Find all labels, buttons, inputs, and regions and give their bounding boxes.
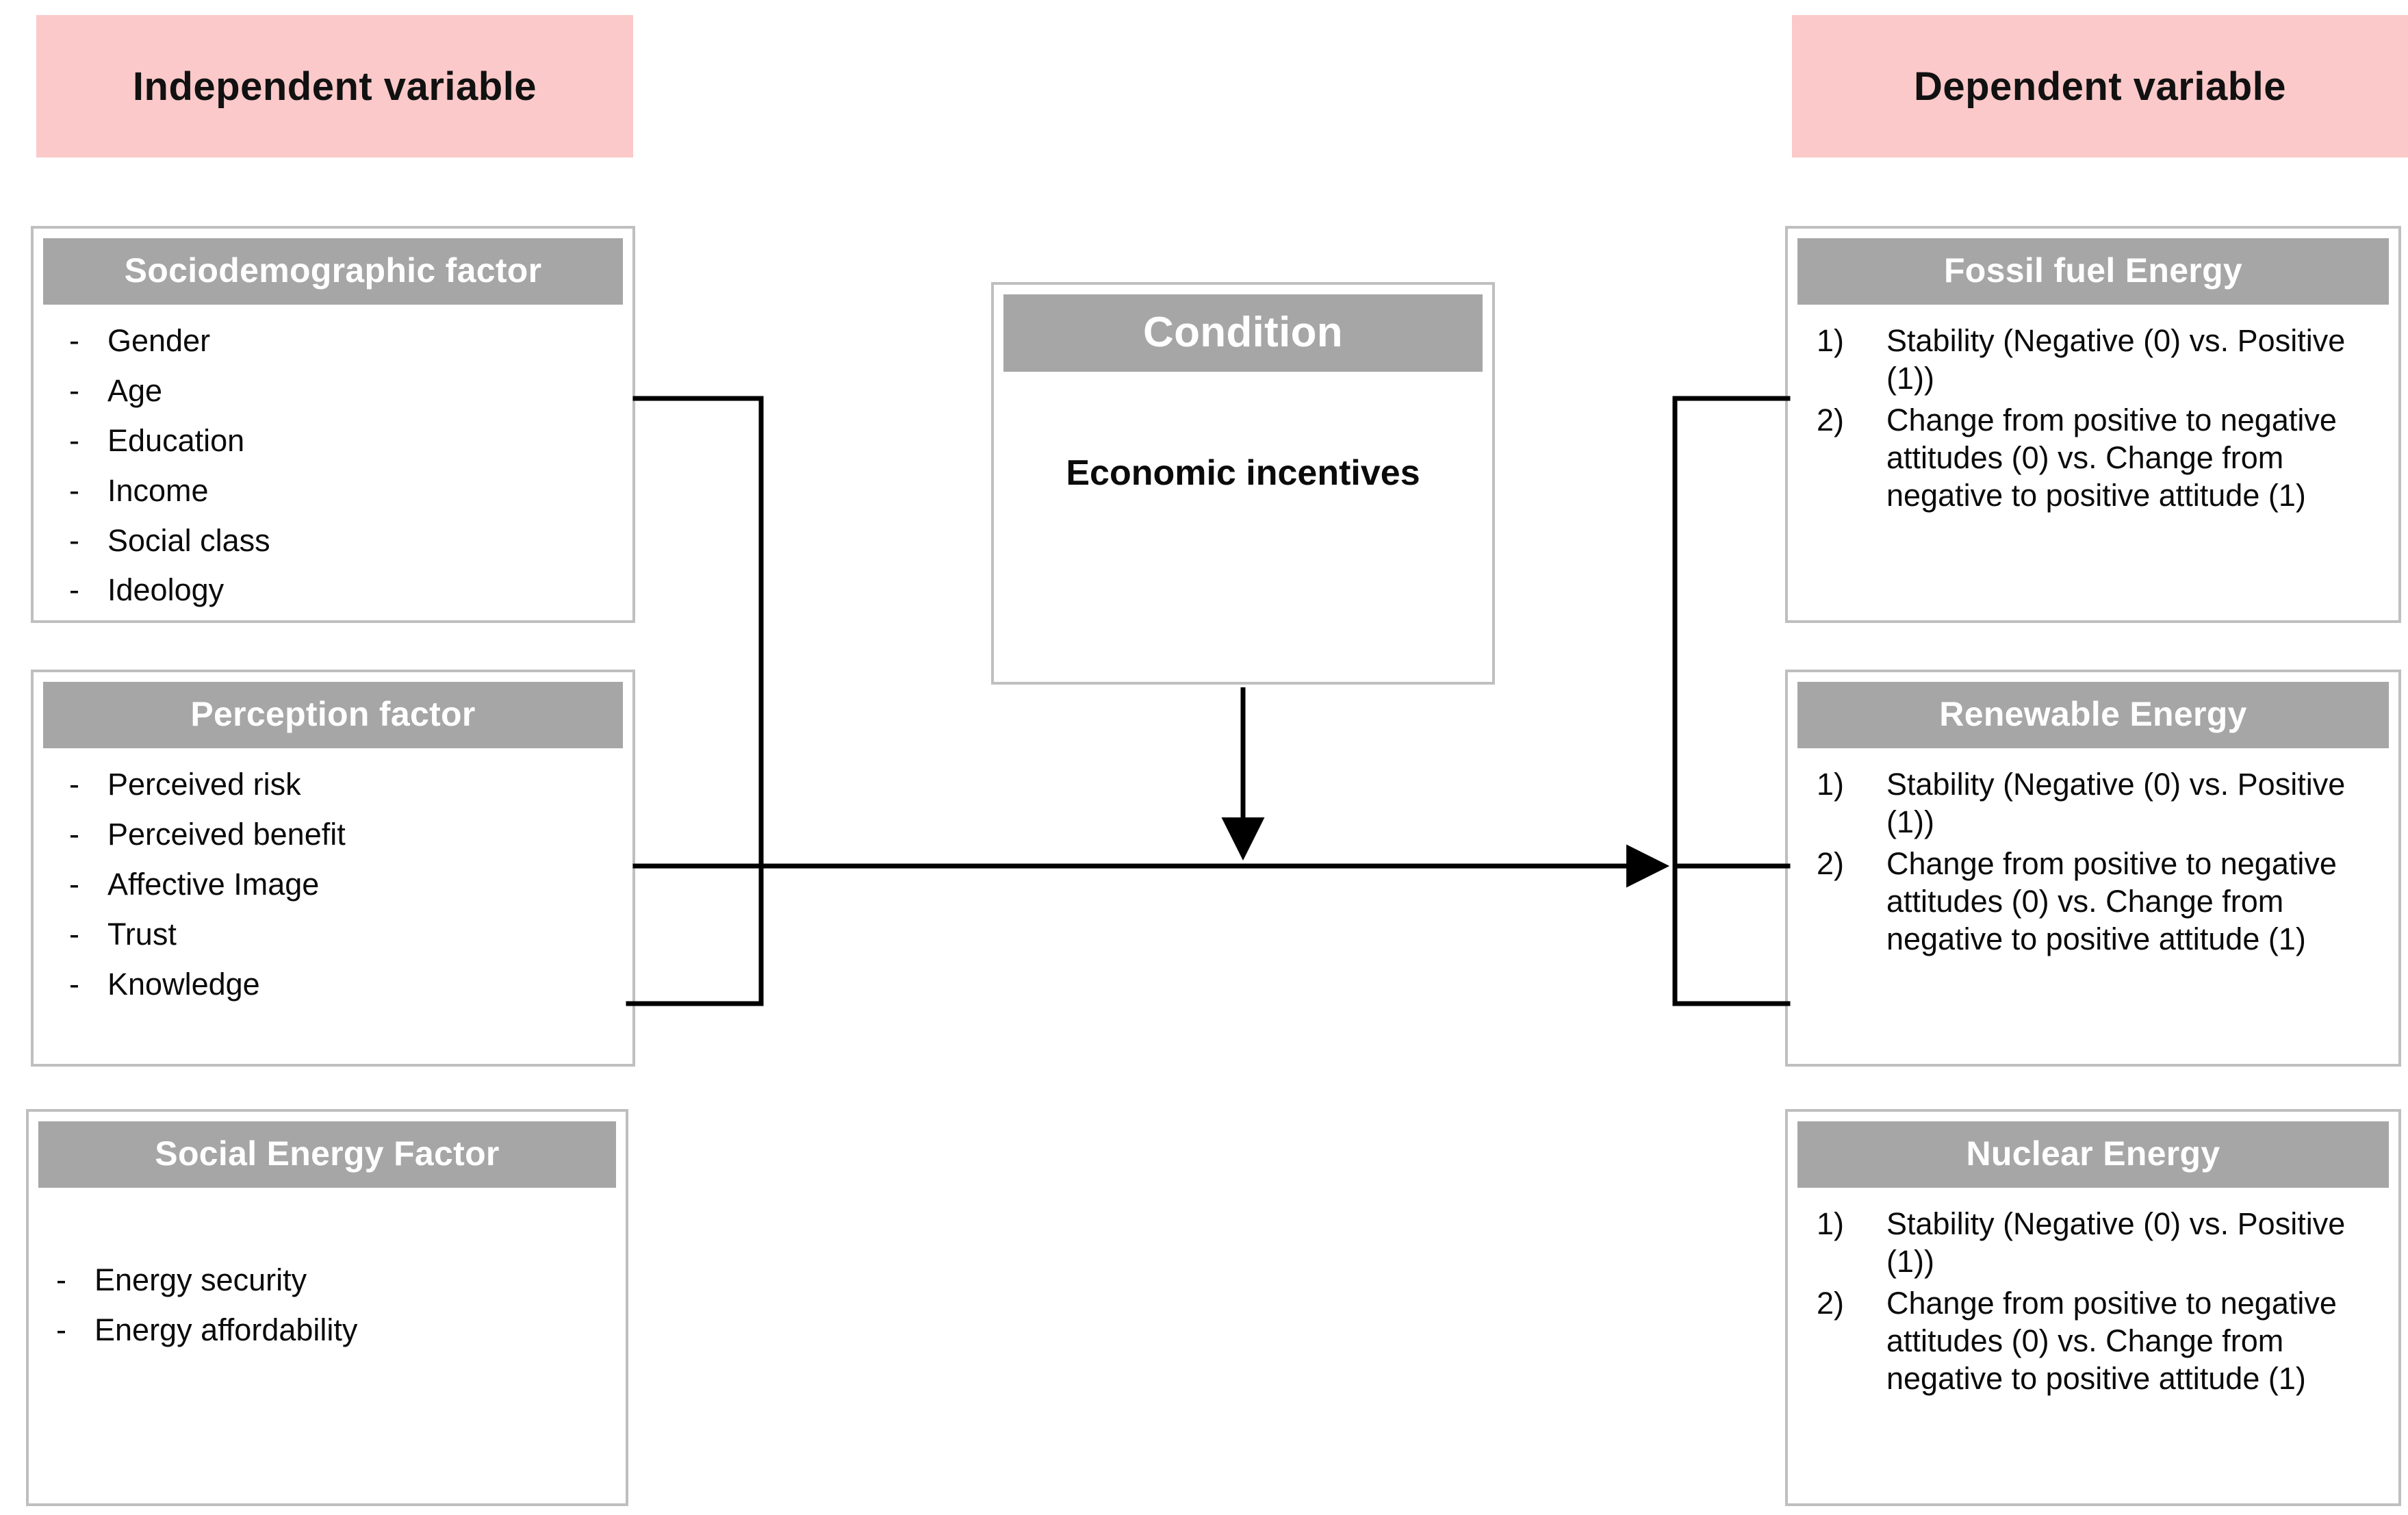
list-item: - Energy security [56,1262,626,1299]
list-item-label: Change from positive to negative attitud… [1886,845,2337,956]
dash-marker: - [56,1262,66,1297]
dash-marker: - [69,522,79,558]
card-fossil-fuel-energy-body: 1) Stability (Negative (0) vs. Positive … [1788,305,2398,514]
card-social-energy-factor-title: Social Energy Factor [38,1121,616,1188]
card-perception-factor: Perception factor - Perceived risk - Per… [31,670,635,1067]
list-item-label: Perceived benefit [107,816,346,852]
list-item-label: Ideology [107,572,225,608]
list-item: - Gender [69,322,632,360]
list-item: - Education [69,422,632,460]
list-item: - Ideology [69,572,632,609]
dash-marker: - [69,767,79,802]
ordinal-marker: 2) [1817,1285,1845,1321]
dash-marker: - [69,916,79,952]
ordinal-marker: 2) [1817,402,1845,437]
list-item-label: Trust [107,916,177,952]
list-item: 1) Stability (Negative (0) vs. Positive … [1811,322,2381,398]
card-renewable-energy: Renewable Energy 1) Stability (Negative … [1785,670,2401,1067]
list-item: 2) Change from positive to negative atti… [1811,1285,2381,1398]
card-nuclear-energy: Nuclear Energy 1) Stability (Negative (0… [1785,1109,2401,1506]
list-item-label: Energy affordability [94,1312,358,1347]
renewable-outcome-list: 1) Stability (Negative (0) vs. Positive … [1788,766,2398,958]
list-item-label: Stability (Negative (0) vs. Positive (1)… [1886,323,2346,396]
dash-marker: - [56,1312,66,1347]
nuclear-outcome-list: 1) Stability (Negative (0) vs. Positive … [1788,1206,2398,1397]
card-fossil-fuel-energy-title: Fossil fuel Energy [1797,238,2389,305]
list-item-label: Energy security [94,1262,307,1297]
list-item-label: Income [107,472,209,508]
list-item-label: Education [107,422,245,458]
list-item: - Perceived benefit [69,816,632,854]
card-renewable-energy-title: Renewable Energy [1797,682,2389,748]
ordinal-marker: 1) [1817,1206,1845,1241]
list-item: - Income [69,472,632,510]
list-item-label: Knowledge [107,966,260,1002]
card-nuclear-energy-body: 1) Stability (Negative (0) vs. Positive … [1788,1188,2398,1397]
card-renewable-energy-body: 1) Stability (Negative (0) vs. Positive … [1788,748,2398,958]
card-perception-factor-title: Perception factor [43,682,623,748]
dash-marker: - [69,372,79,408]
card-social-energy-factor-body: - Energy security - Energy affordability [29,1188,626,1349]
list-item: - Knowledge [69,966,632,1004]
social-energy-item-list: - Energy security - Energy affordability [29,1262,626,1349]
list-item: 2) Change from positive to negative atti… [1811,402,2381,515]
sociodemographic-item-list: - Gender - Age - Education - Income - [34,322,632,609]
ordinal-marker: 2) [1817,845,1845,881]
card-sociodemographic-factor-body: - Gender - Age - Education - Income - [34,305,632,609]
list-item-label: Age [107,372,163,408]
list-item: - Trust [69,916,632,954]
list-item-label: Gender [107,323,211,358]
card-fossil-fuel-energy: Fossil fuel Energy 1) Stability (Negativ… [1785,226,2401,623]
ordinal-marker: 1) [1817,767,1845,802]
card-condition-value: Economic incentives [1066,453,1420,494]
independent-variable-banner: Independent variable [36,15,633,157]
card-sociodemographic-factor-title: Sociodemographic factor [43,238,623,305]
list-item-label: Social class [107,522,270,558]
list-item: - Affective Image [69,866,632,904]
perception-item-list: - Perceived risk - Perceived benefit - A… [34,766,632,1003]
list-item-label: Perceived risk [107,767,301,802]
card-condition: Condition Economic incentives [991,282,1495,685]
card-perception-factor-body: - Perceived risk - Perceived benefit - A… [34,748,632,1003]
card-condition-title: Condition [1003,294,1483,372]
list-item: - Energy affordability [56,1312,626,1349]
dependent-variable-banner: Dependent variable [1792,15,2408,157]
list-item: 2) Change from positive to negative atti… [1811,845,2381,958]
list-item-label: Change from positive to negative attitud… [1886,1285,2337,1396]
list-item: - Perceived risk [69,766,632,804]
list-item-label: Change from positive to negative attitud… [1886,402,2337,513]
card-social-energy-factor: Social Energy Factor - Energy security -… [26,1109,628,1506]
dash-marker: - [69,866,79,902]
dash-marker: - [69,422,79,458]
list-item: 1) Stability (Negative (0) vs. Positive … [1811,1206,2381,1281]
list-item: - Social class [69,522,632,560]
dependent-variable-banner-label: Dependent variable [1913,64,2287,109]
list-item: - Age [69,372,632,410]
dash-marker: - [69,966,79,1002]
list-item-label: Affective Image [107,866,320,902]
independent-variable-banner-label: Independent variable [132,64,537,109]
card-sociodemographic-factor: Sociodemographic factor - Gender - Age -… [31,226,635,623]
dash-marker: - [69,572,79,608]
dash-marker: - [69,323,79,358]
list-item: 1) Stability (Negative (0) vs. Positive … [1811,766,2381,841]
list-item-label: Stability (Negative (0) vs. Positive (1)… [1886,767,2346,839]
list-item-label: Stability (Negative (0) vs. Positive (1)… [1886,1206,2346,1279]
dash-marker: - [69,816,79,852]
dash-marker: - [69,472,79,508]
card-nuclear-energy-title: Nuclear Energy [1797,1121,2389,1188]
fossil-fuel-outcome-list: 1) Stability (Negative (0) vs. Positive … [1788,322,2398,514]
ordinal-marker: 1) [1817,323,1845,358]
